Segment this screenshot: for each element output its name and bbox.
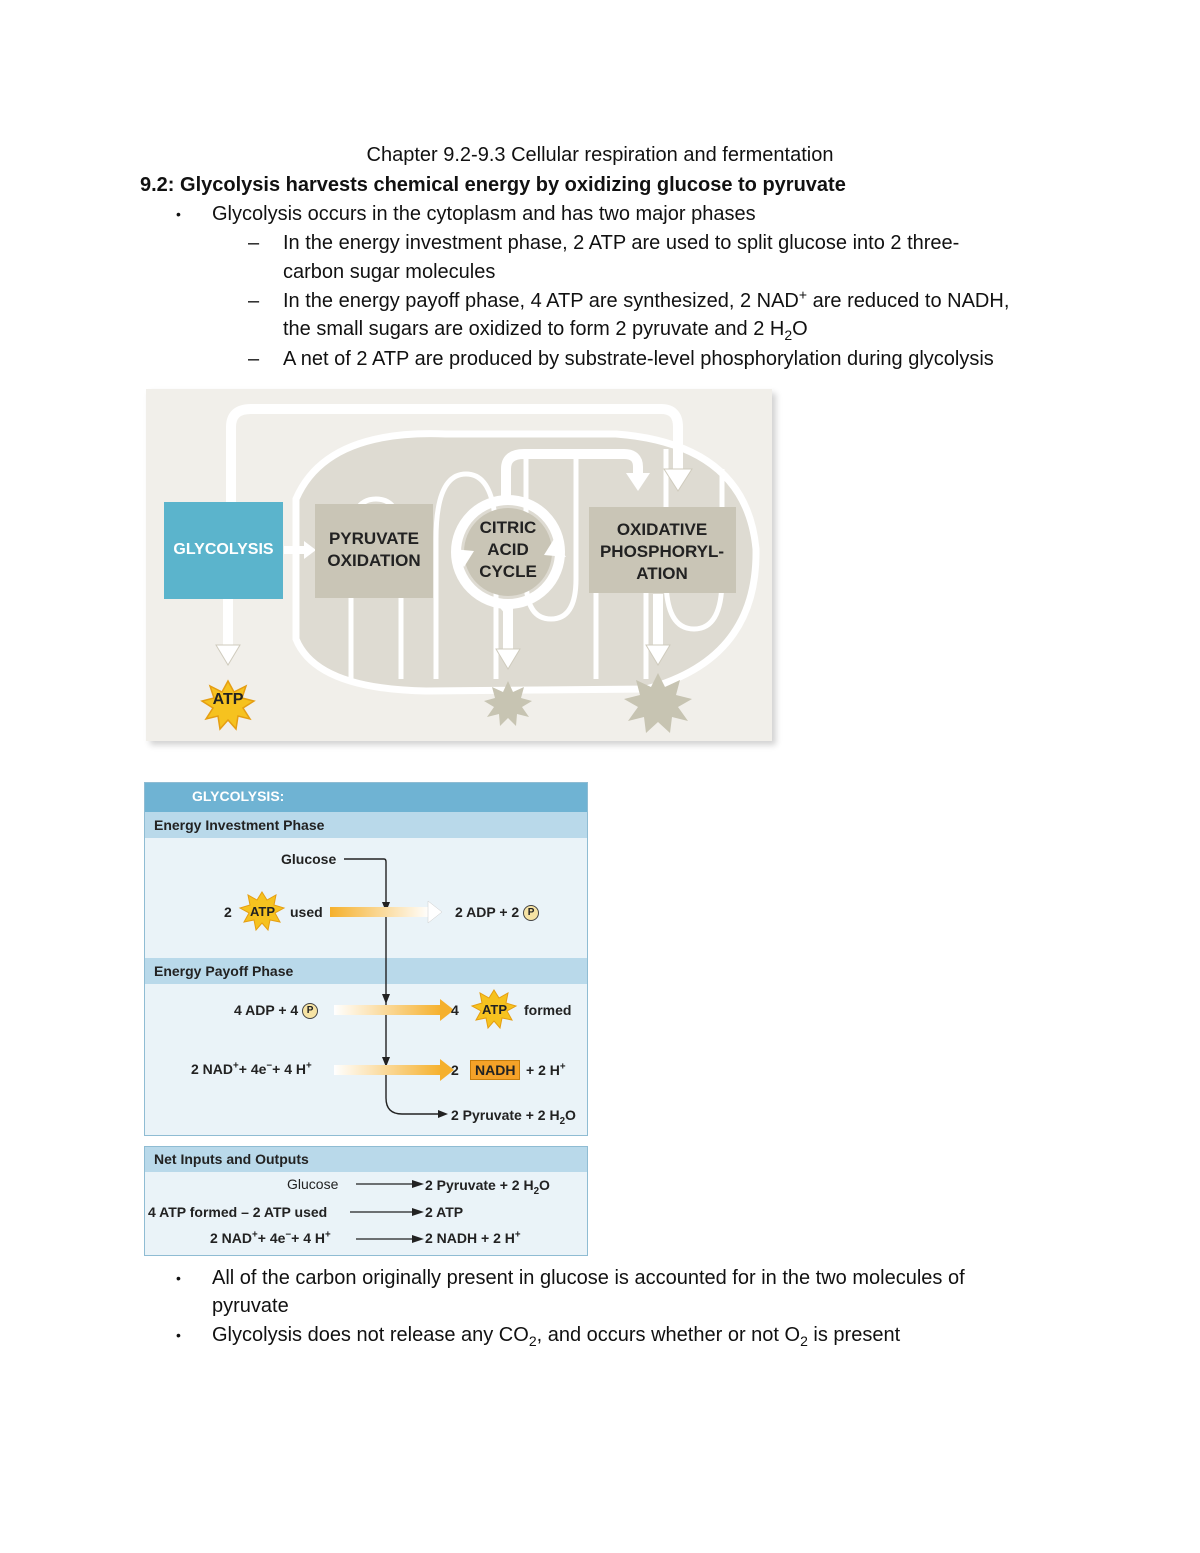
dash-marker: – xyxy=(248,348,260,370)
bullet-marker: • xyxy=(176,1327,181,1343)
investment-band xyxy=(144,812,588,838)
phosphate-icon: P xyxy=(523,905,540,922)
nadh-proton: + 2 H+ xyxy=(526,1061,566,1078)
citric-acid-cycle-label: CITRIC ACID CYCLE xyxy=(479,518,537,581)
subbullet-text-cont: the small sugars are oxidized to form 2 … xyxy=(283,318,808,343)
citric-output-burst xyxy=(484,681,532,726)
oxphos-box xyxy=(589,507,736,593)
nad-input: 2 NAD++ 4e−+ 4 H+ xyxy=(191,1060,312,1077)
investment-phase-title: Energy Investment Phase xyxy=(154,817,325,833)
subbullet-text-cont: carbon sugar molecules xyxy=(283,261,496,283)
detail-header-band xyxy=(144,782,588,812)
bullet-marker: • xyxy=(176,1270,181,1286)
net-atp-output: 2 ATP xyxy=(425,1204,464,1220)
page-title: Chapter 9.2-9.3 Cellular respiration and… xyxy=(366,144,834,166)
overview-diagram xyxy=(164,404,760,733)
glucose-path xyxy=(344,858,440,1115)
atp-label: ATP xyxy=(212,691,244,708)
net-glucose: Glucose xyxy=(287,1176,339,1192)
bullet-text: All of the carbon originally present in … xyxy=(212,1267,965,1289)
net-pyruvate: 2 Pyruvate + 2 H2O xyxy=(425,1177,550,1197)
phosphate-icon: P xyxy=(302,1003,319,1020)
bullet-text: Glycolysis does not release any CO2, and… xyxy=(212,1324,901,1349)
dash-marker: – xyxy=(248,232,260,254)
atp-formed-burst xyxy=(470,989,518,1030)
dash-marker: – xyxy=(248,290,260,312)
adp-output: 2 ADP + 2 P xyxy=(455,904,540,922)
subbullet-text: In the energy investment phase, 2 ATP ar… xyxy=(283,232,960,254)
nadh-box: NADH xyxy=(470,1060,521,1080)
bullet-text-cont: pyruvate xyxy=(212,1295,289,1317)
atp-used-label: ATP xyxy=(250,904,276,919)
adp-input: 4 ADP + 4 P xyxy=(234,1002,319,1020)
net-nadh-output: 2 NADH + 2 H+ xyxy=(425,1229,521,1246)
pyruvate-oxidation-label: PYRUVATE OXIDATION xyxy=(327,529,421,570)
bullet-marker: • xyxy=(176,206,181,222)
section-heading: 9.2: Glycolysis harvests chemical energy… xyxy=(140,174,846,196)
respiration-overview-figure: GLYCOLYSIS PYRUVATE OXIDATION CITRIC ACI… xyxy=(146,389,772,741)
payoff-band xyxy=(144,958,588,984)
net-atp-input: 4 ATP formed – 2 ATP used xyxy=(148,1204,328,1220)
pyruvate-oxidation-box xyxy=(315,504,433,598)
atp-burst xyxy=(200,679,256,731)
oxphos-output-burst xyxy=(624,673,692,733)
payoff-phase-title: Energy Payoff Phase xyxy=(154,963,294,979)
glycolysis-flow-diagram xyxy=(238,858,518,1243)
oxphos-label: OXIDATIVE PHOSPHORYL- ATION xyxy=(599,520,725,583)
detail-header: GLYCOLYSIS: xyxy=(192,788,285,804)
atp-formed-label: ATP xyxy=(482,1002,508,1017)
net-nad-input: 2 NAD++ 4e−+ 4 H+ xyxy=(210,1229,331,1246)
net-band xyxy=(144,1146,588,1172)
net-io-title: Net Inputs and Outputs xyxy=(154,1151,309,1167)
pyruvate-output: 2 Pyruvate + 2 H2O xyxy=(451,1107,576,1127)
glucose-label: Glucose xyxy=(281,851,337,867)
subbullet-text: A net of 2 ATP are produced by substrate… xyxy=(283,348,994,370)
formed-label: formed xyxy=(524,1002,572,1018)
bullet-text: Glycolysis occurs in the cytoplasm and h… xyxy=(212,203,756,225)
glycolysis-detail-figure: GLYCOLYSIS: Energy Investment Phase Gluc… xyxy=(144,782,588,1256)
glycolysis-label: GLYCOLYSIS xyxy=(173,541,274,558)
used-label: used xyxy=(290,904,323,920)
subbullet-text: In the energy payoff phase, 4 ATP are sy… xyxy=(283,286,1010,312)
glycolysis-box xyxy=(164,502,283,599)
nadh-transfer-arrow xyxy=(226,404,683,509)
atp-used-burst xyxy=(238,891,286,932)
